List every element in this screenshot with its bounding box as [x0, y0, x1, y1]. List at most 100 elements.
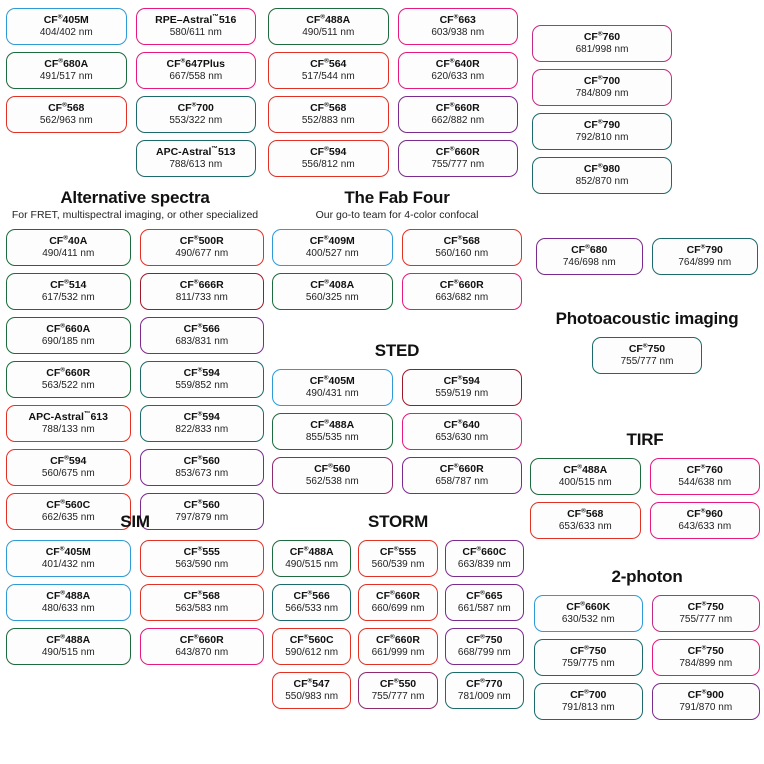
dye-name: CF®405M [43, 13, 89, 26]
dye-name: CF®660R [179, 633, 224, 646]
dye-name: CF®409M [309, 234, 355, 247]
dye-spectra: 667/558 nm [169, 71, 223, 82]
section-title-alternative-spectra: Alternative spectra [60, 188, 210, 207]
dye-spectra: 643/870 nm [175, 647, 229, 658]
dye-name: CF®700 [583, 74, 621, 87]
dye-name: CF®750 [687, 644, 724, 657]
dye-spectra: 562/538 nm [305, 476, 359, 487]
dye-spectra: 658/787 nm [435, 476, 489, 487]
section-title-fab-four: The Fab Four [344, 188, 450, 207]
dye-name: CF®564 [310, 57, 347, 70]
dye-spectra: 784/809 nm [575, 88, 629, 99]
dye-name: CF®594 [443, 374, 480, 387]
dye-name: CF®555 [379, 545, 417, 558]
dye-name: CF®660R [435, 145, 480, 158]
dye-name: CF®647Plus [166, 57, 226, 70]
dye-name: RPE–Astral™516 [155, 13, 237, 26]
section-title-storm: STORM [367, 512, 429, 531]
dye-spectra: 791/870 nm [679, 702, 733, 713]
section-fab-four: The Fab Four Our go-to team for 4-color … [272, 188, 522, 310]
